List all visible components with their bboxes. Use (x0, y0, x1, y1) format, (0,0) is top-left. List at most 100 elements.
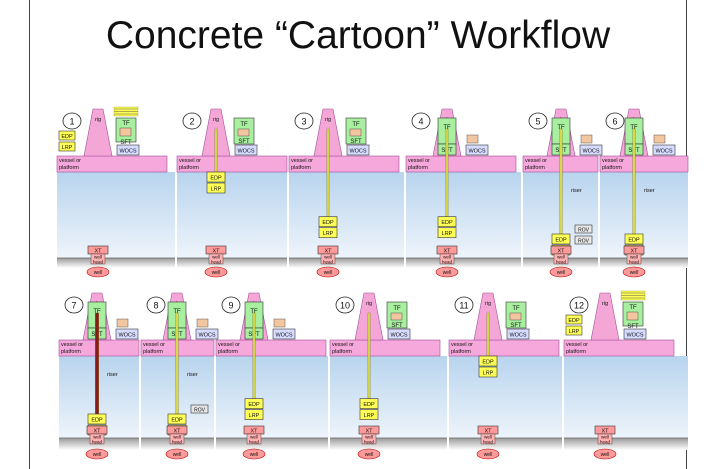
xt-tree-label: XT (324, 248, 332, 254)
vessel-label-1: vessel or (602, 158, 624, 164)
pipe-rack (620, 298, 646, 301)
edp-block (167, 413, 187, 425)
wellhead-label-1: well (557, 255, 565, 260)
wocs-box (652, 144, 676, 156)
tf-label: TF (443, 125, 451, 131)
rig-label: rig (366, 301, 372, 307)
sft-label: SFT (350, 139, 362, 145)
edp-block-label: EDP (248, 402, 260, 408)
sft-label: SFT (391, 323, 403, 329)
well-bore (204, 266, 228, 278)
riser-label: riser (107, 372, 118, 378)
rov (574, 224, 593, 234)
wocs-box-label: WOCS (198, 332, 215, 338)
step-number-circle (569, 296, 589, 314)
step-number-circle (411, 112, 431, 130)
seabed (216, 438, 328, 450)
tf-label: TF (93, 309, 101, 315)
wellhead (553, 253, 569, 265)
xt-tree-label: XT (557, 248, 565, 254)
wellhead (90, 253, 106, 265)
lrp-block-label: LRP (569, 329, 580, 335)
vessel-label-1: vessel or (451, 342, 473, 348)
vessel-label-1: vessel or (332, 342, 354, 348)
tf-label: TF (393, 306, 401, 312)
lrp-block-label: LRP (62, 145, 73, 151)
pipe-rack (620, 290, 646, 293)
vessel-label-1: vessel or (408, 158, 430, 164)
step-number: 5 (535, 117, 540, 127)
pipe-rack (113, 109, 139, 112)
edp-block-label: EDP (482, 359, 494, 365)
wocs-box (272, 328, 296, 340)
rov (574, 235, 593, 245)
well-bore (85, 448, 109, 460)
edp-block-label: EDP (628, 237, 640, 243)
workflow-step-5: vessel orplatform5rigTFSFTWOCSriserEDPLR… (522, 108, 603, 278)
vessel-platform (176, 155, 288, 173)
wocs-box-label: WOCS (237, 148, 254, 154)
riser-label: riser (644, 188, 655, 194)
edp-block-label: EDP (441, 220, 453, 226)
vessel-label-2: platform (179, 165, 199, 171)
step-number-circle (335, 296, 355, 314)
rig-label: rig (325, 117, 331, 123)
pipe-rack (113, 114, 139, 117)
well-label: well (630, 270, 639, 276)
xt-tree-label: XT (93, 428, 101, 434)
riser-label: riser (187, 372, 198, 378)
wocs-box-label: WOCS (390, 332, 407, 338)
wellhead (169, 433, 185, 445)
wocs-box (579, 144, 603, 156)
tf-handler (196, 318, 209, 328)
wocs-box (234, 144, 258, 156)
vessel-label-1: vessel or (291, 158, 313, 164)
seabed (406, 258, 521, 268)
tf-label: TF (557, 125, 565, 131)
wellhead-label-1: well (484, 435, 492, 440)
xt-tree-label: XT (94, 248, 102, 254)
edp-block-label: EDP (555, 237, 567, 243)
drill-pipe (214, 128, 218, 173)
step-number: 1 (69, 117, 74, 127)
edp-block-label: EDP (210, 175, 222, 181)
wellhead (89, 433, 105, 445)
lrp-block (206, 182, 226, 194)
wellhead-label-2: head (483, 440, 494, 445)
drill-pipe (252, 312, 256, 399)
lrp-block-label: LRP (483, 370, 494, 376)
sea (289, 172, 404, 258)
sea (449, 356, 562, 438)
vessel-label-2: platform (291, 165, 311, 171)
wocs-box (116, 144, 140, 156)
lrp-block (318, 227, 338, 239)
wellhead (361, 433, 377, 445)
wellhead (480, 433, 496, 445)
lrp-block (58, 141, 76, 152)
xt-tree-label: XT (365, 428, 373, 434)
tf-handler (273, 318, 286, 328)
wocs-box (623, 328, 647, 340)
xt-tree-label: XT (250, 428, 258, 434)
wellhead-label-1: well (365, 435, 373, 440)
rig-label: rig (485, 301, 491, 307)
step-number: 10 (340, 301, 350, 311)
vessel-platform (448, 339, 560, 357)
tf-label: TF (240, 122, 248, 128)
edp-block (359, 398, 379, 409)
tf-label: TF (352, 122, 360, 128)
vessel-label-2: platform (525, 165, 545, 171)
workflow-step-8: vessel orplatform8rigTFSFTWOCSriserEDPLR… (140, 292, 219, 460)
lrp-block (478, 366, 498, 378)
step-number-circle (454, 296, 474, 314)
workflow-step-9: vessel orplatform9rigTFSFTWOCSEDPLRPXTwe… (215, 292, 328, 460)
well-bore (242, 448, 266, 460)
tf-label: TF (630, 125, 638, 131)
sft-label: SFT (627, 324, 639, 330)
well-bore (549, 266, 573, 278)
wocs-box-label: WOCS (349, 148, 366, 154)
pipe-rack (113, 111, 139, 114)
tf-handler (580, 134, 593, 144)
